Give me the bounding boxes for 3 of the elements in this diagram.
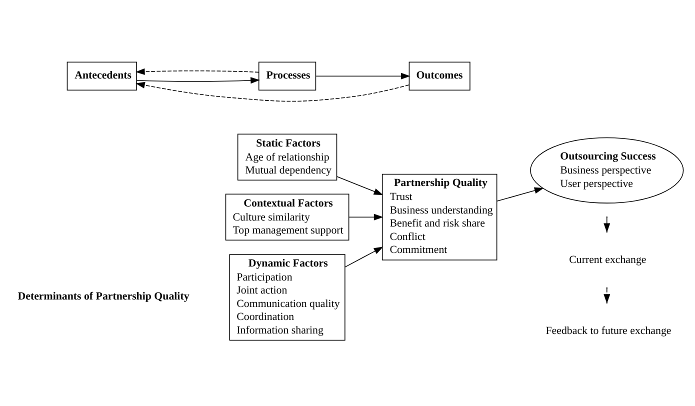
legend-label: Current exchange (569, 253, 646, 266)
legend-label: Feedback to future exchange (546, 324, 672, 336)
label: Determinants of Partnership Quality (18, 290, 190, 302)
